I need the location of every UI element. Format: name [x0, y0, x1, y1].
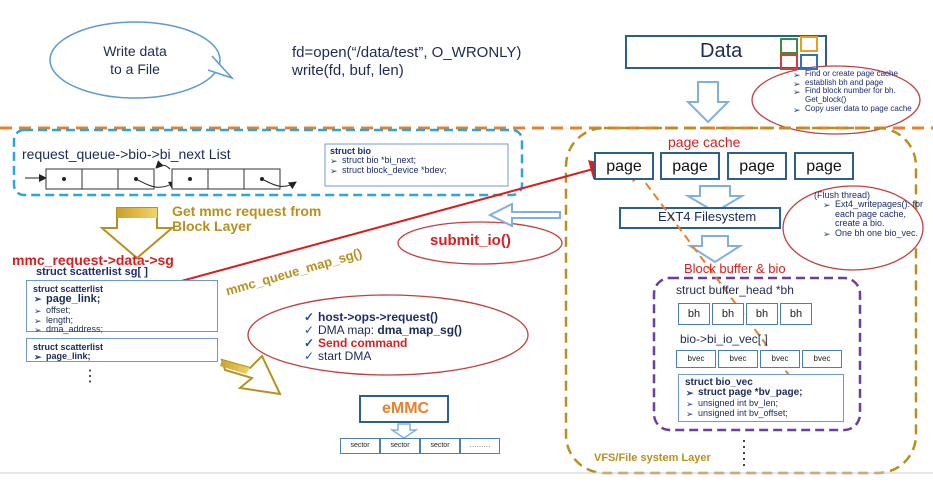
scatterlist-field: dma_address; [34, 325, 211, 336]
write-bubble [49, 21, 221, 99]
page-cache-title: page cache [668, 134, 741, 150]
host-step-send-command: Send command [304, 336, 462, 350]
to-emmc-arrow [220, 354, 282, 396]
page-cell: page [594, 152, 654, 180]
page-link-pointer [125, 160, 610, 297]
open-call-text: fd=open(“/data/test”, O_WRONLY) [292, 44, 522, 61]
vfs-layer-region [564, 126, 918, 475]
dma-map-func: dma_map_sg() [377, 322, 463, 337]
vfs-layer-label: VFS/File system Layer [594, 452, 711, 464]
data-note: Find block number for bh. Get_block() [793, 86, 917, 104]
submit-io-label: submit_io() [430, 232, 511, 249]
scatterlist-field-page-link: page_link; [34, 293, 211, 306]
data-notes: Find or create page cache establish bh a… [792, 69, 917, 115]
block-buffer-title: Block buffer & bio [684, 261, 786, 276]
page-cell: page [660, 152, 720, 180]
buffer-head-decl: struct buffer_head *bh [676, 283, 794, 297]
flush-note: One bh one bio_vec. [823, 228, 931, 239]
host-step-start-dma: start DMA [304, 349, 462, 363]
sector-cell: sector [340, 438, 380, 454]
scatterlist-field: page_link; [34, 351, 211, 362]
host-step-request: host->ops->request() [304, 311, 462, 324]
bv-page-pointer [628, 160, 807, 399]
sector-row: sector sector sector ……… [340, 438, 500, 454]
flush-notes: Ext4_writepages(): for each page cache, … [822, 199, 931, 239]
bvec-cell: bvec [718, 350, 758, 368]
data-note: Copy user data to page cache [793, 104, 917, 115]
write-call-text: write(fd, buf, len) [292, 62, 404, 79]
scatterlist-field: length; [34, 315, 211, 326]
scatterlist-title: struct scatterlist [33, 342, 104, 352]
scatterlist-box-1: struct scatterlist page_link; offset; le… [26, 280, 218, 336]
bh-cell: bh [678, 303, 710, 325]
dma-map-label: DMA map: [318, 322, 378, 337]
page-cell: page [727, 152, 787, 180]
sector-cell: ……… [460, 438, 500, 454]
data-note: Find or create page cache [793, 69, 917, 80]
sector-cell: sector [380, 438, 420, 454]
ext4-box [619, 207, 781, 229]
bvec-cell: bvec [760, 350, 800, 368]
more-scatterlists: ⋮ [82, 368, 98, 385]
bh-cell: bh [712, 303, 744, 325]
flush-thread-title: (Flush thread) [814, 190, 871, 200]
bio-vec-field: unsigned int bv_offset; [686, 408, 837, 419]
sector-cell: sector [420, 438, 460, 454]
flush-note: Ext4_writepages(): for each page cache, … [823, 199, 931, 229]
submit-io-ellipse [397, 221, 563, 265]
mmc-request-title: mmc_request->data->sg [12, 252, 174, 268]
bh-cell: bh [746, 303, 778, 325]
bvec-cell: bvec [676, 350, 716, 368]
get-request-text: Get mmc request from Block Layer [172, 203, 322, 234]
bio-vec-title: struct bio_vec [685, 377, 753, 388]
struct-bio-title: struct bio [330, 146, 372, 156]
scatterlist-title: struct scatterlist [33, 284, 104, 294]
struct-bio-field: struct bio *bi_next; [330, 155, 506, 166]
get-request-arrow [99, 207, 175, 260]
host-steps: host->ops->request() DMA map: dma_map_sg… [304, 311, 463, 363]
block-buffer-region [652, 276, 862, 432]
bio-vec-field-bv-page: struct page *bv_page; [686, 387, 837, 399]
struct-bio-field: struct block_device *bdev; [330, 165, 506, 176]
request-queue-box [12, 128, 524, 197]
bio-vec-decl: bio->bi_io_vec[ ] [680, 332, 768, 346]
struct-bio-box: struct bio struct bio *bi_next; struct b… [330, 146, 506, 176]
ext4-label: EXT4 Filesystem [658, 209, 757, 224]
bio-vec-struct-box: struct bio_vec struct page *bv_page; uns… [678, 374, 844, 422]
scatterlist-decl: struct scatterlist sg[ ] [36, 266, 148, 278]
scatterlist-box-2: struct scatterlist page_link; [26, 338, 218, 362]
emmc-box [359, 395, 449, 423]
write-bubble-text: Write data to a File [103, 43, 167, 77]
request-queue-title: request_queue->bio->bi_next List [22, 146, 231, 162]
bio-linked-list [25, 160, 297, 190]
data-label: Data [700, 40, 743, 62]
host-step-dma-map: DMA map: dma_map_sg() [304, 322, 463, 337]
data-note: establish bh and page [793, 78, 917, 89]
data-icon [776, 34, 822, 70]
bio-vec-field: unsigned int bv_len; [686, 398, 837, 409]
bh-cell: bh [780, 303, 812, 325]
page-cell: page [794, 152, 854, 180]
emmc-label: eMMC [382, 400, 430, 417]
scatterlist-field: offset; [34, 305, 211, 316]
bvec-cell: bvec [802, 350, 842, 368]
